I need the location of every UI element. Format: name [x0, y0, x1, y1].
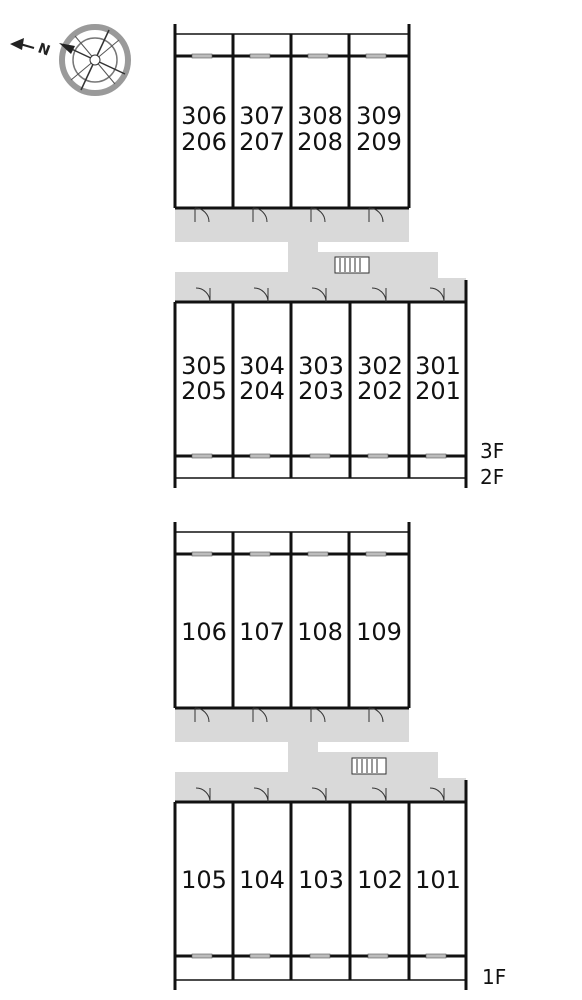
room-label: 205: [181, 377, 227, 405]
compass-rose-icon: [59, 24, 131, 96]
upper-front-doors: [195, 287, 445, 303]
room-label: 101: [415, 866, 461, 894]
room-label: 108: [297, 618, 343, 646]
room-label: 102: [357, 866, 403, 894]
lower-corridor: [175, 708, 466, 802]
lower-floor-plan: 106 107 108 109 105 104 103 102 101 1F: [173, 522, 506, 990]
room-label: 206: [181, 128, 227, 156]
room-label: 203: [298, 377, 344, 405]
room-label: 208: [297, 128, 343, 156]
room-label: 104: [239, 866, 285, 894]
floor-label-2f: 2F: [480, 465, 504, 489]
room-label: 304: [239, 352, 285, 380]
upper-stair-icon: [334, 256, 370, 274]
upper-back-doors: [194, 207, 384, 223]
room-label: 201: [415, 377, 461, 405]
room-label: 109: [356, 618, 402, 646]
room-label: 309: [356, 102, 402, 130]
room-label: 305: [181, 352, 227, 380]
room-label: 308: [297, 102, 343, 130]
room-label: 207: [239, 128, 285, 156]
room-label: 307: [239, 102, 285, 130]
room-label: 302: [357, 352, 403, 380]
north-label: N: [36, 40, 52, 59]
lower-back-doors: [194, 707, 384, 723]
room-label: 306: [181, 102, 227, 130]
upper-corridor: [175, 208, 466, 302]
room-label: 303: [298, 352, 344, 380]
room-label: 105: [181, 866, 227, 894]
room-label: 209: [356, 128, 402, 156]
floor-label-3f: 3F: [480, 439, 504, 463]
lower-front-doors: [195, 787, 445, 803]
room-label: 301: [415, 352, 461, 380]
room-label: 204: [239, 377, 285, 405]
lower-stair-icon: [351, 757, 387, 775]
room-label: 103: [298, 866, 344, 894]
floor-label-1f: 1F: [482, 965, 506, 989]
room-label: 106: [181, 618, 227, 646]
room-label: 202: [357, 377, 403, 405]
north-arrow-icon: [10, 38, 35, 50]
room-label: 107: [239, 618, 285, 646]
upper-floor-plan: 306 206 307 207 308 208 309 209 305 205 …: [173, 24, 504, 489]
